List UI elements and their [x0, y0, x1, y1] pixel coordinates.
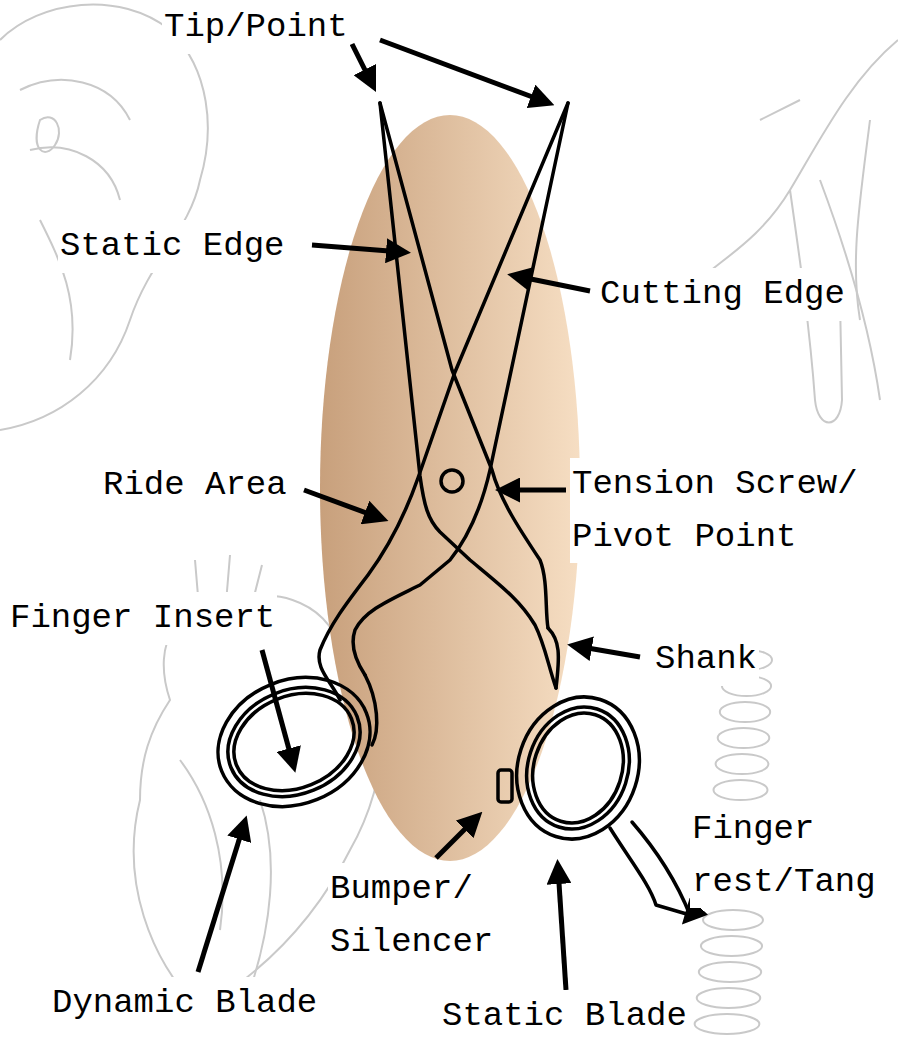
vertebra-sketch — [697, 988, 761, 1008]
vertebra-sketch — [699, 962, 761, 982]
shank-label: Shank — [653, 633, 759, 686]
finger-insert-label: Finger Insert — [8, 592, 277, 645]
vertebra-sketch — [720, 702, 770, 722]
cutting-edge-label: Cutting Edge — [598, 268, 847, 321]
vertebra-sketch — [703, 910, 763, 930]
vertebra-sketch — [718, 728, 770, 748]
vertebra-sketch — [701, 936, 762, 956]
dynamic-blade-label: Dynamic Blade — [50, 977, 319, 1030]
tang-label: Finger rest/Tang — [690, 803, 894, 908]
pivot-label: Tension Screw/ Pivot Point — [570, 458, 874, 563]
background-anatomy — [0, 5, 898, 1034]
ride-area-label: Ride Area — [101, 459, 289, 512]
tip-label: Tip/Point — [162, 1, 350, 54]
bumper-label: Bumper/ Silencer — [328, 863, 517, 968]
vertebra-sketch — [695, 1014, 760, 1034]
static-blade-label: Static Blade — [440, 990, 689, 1043]
vertebra-sketch — [716, 754, 769, 774]
vertebra-sketch — [714, 780, 768, 800]
static-edge-label: Static Edge — [58, 220, 286, 273]
